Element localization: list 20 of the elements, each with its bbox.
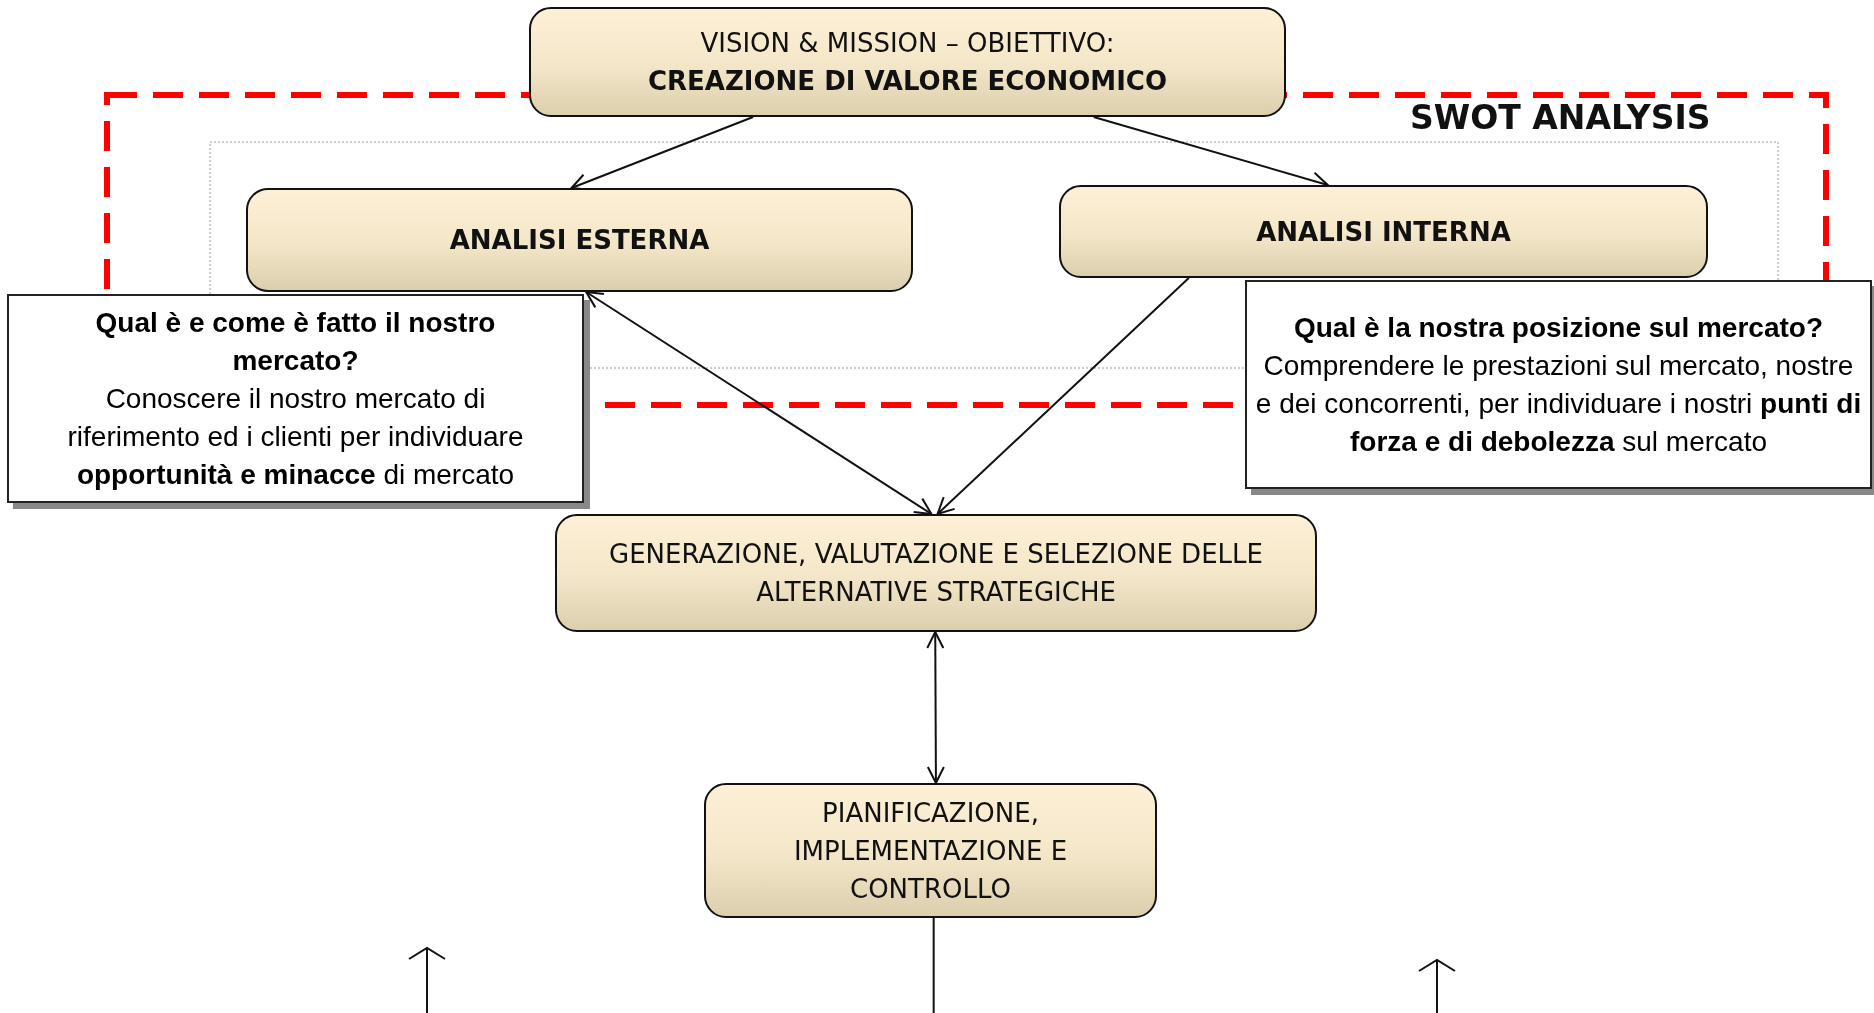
box-label: PIANIFICAZIONE, IMPLEMENTAZIONE E CONTROLLO [792, 796, 1069, 906]
box-label: ANALISI ESTERNA [448, 224, 711, 257]
callout-text: Comprendere le prestazioni sul mercato, nostre e dei concorrenti, per individuare i nostri punti di forza e di debolezza sul mercato [1254, 348, 1863, 459]
arrow [936, 277, 1190, 515]
process-box [529, 7, 1286, 117]
process-box [555, 514, 1317, 632]
callout-question: Qual è la nostra posizione sul mercato? [1293, 310, 1824, 345]
arrow [585, 291, 933, 515]
callout-question: Qual è e come è fatto il nostro mercato? [94, 305, 497, 378]
box-label: GENERAZIONE, VALUTAZIONE E SELEZIONE DELLE ALTERNATIVE STRATEGICHE [608, 538, 1264, 609]
arrow [570, 116, 755, 191]
process-box [246, 188, 913, 292]
callout-text: Conoscere il nostro mercato di riferimento ed i clienti per individuare opportunità e minacce di mercato [66, 381, 525, 492]
box-label: ANALISI INTERNA [1255, 215, 1512, 249]
arrow [926, 631, 945, 784]
frame-title: SWOT ANALYSIS [1410, 98, 1711, 137]
process-box [704, 783, 1157, 918]
box-label: VISION & MISSION – OBIETTIVO: [699, 27, 1116, 60]
box-label: CREAZIONE DI VALORE ECONOMICO [646, 65, 1169, 98]
process-box [1059, 185, 1708, 278]
